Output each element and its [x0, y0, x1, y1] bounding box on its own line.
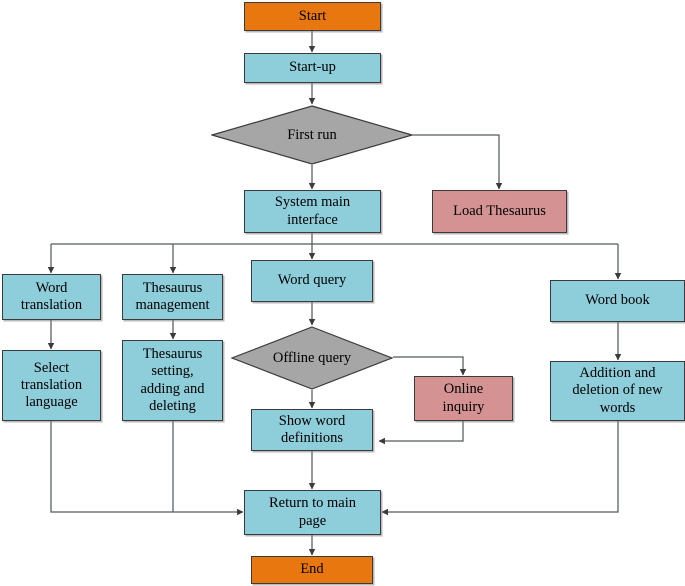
node-thesaurus-management-label: Thesaurus management	[135, 279, 210, 313]
node-thesaurus-management[interactable]: Thesaurus management	[122, 274, 223, 320]
node-word-book[interactable]: Word book	[550, 280, 685, 322]
node-system-main-interface-label: System main interface	[274, 194, 351, 228]
node-load-thesaurus-label: Load Thesaurus	[453, 202, 546, 219]
node-online-inquiry[interactable]: Online inquiry	[414, 376, 513, 421]
node-startup-label: Start-up	[289, 59, 336, 76]
node-word-query[interactable]: Word query	[251, 260, 373, 302]
node-return-to-main-page-label: Return to main page	[269, 495, 356, 529]
node-startup[interactable]: Start-up	[244, 53, 381, 83]
node-word-book-label: Word book	[585, 292, 650, 309]
node-thesaurus-setting[interactable]: Thesaurus setting, adding and deleting	[122, 340, 223, 421]
node-end[interactable]: End	[251, 556, 373, 584]
node-word-translation[interactable]: Word translation	[2, 274, 101, 320]
node-first-run[interactable]: First run	[211, 105, 413, 165]
edge-selectlanguage-to-returnmain	[50, 421, 244, 516]
node-select-translation-language[interactable]: Select translation language	[2, 350, 101, 421]
node-start-label: Start	[298, 7, 327, 24]
node-return-to-main-page[interactable]: Return to main page	[244, 490, 381, 535]
node-load-thesaurus[interactable]: Load Thesaurus	[432, 190, 567, 233]
node-online-inquiry-label: Online inquiry	[442, 381, 485, 415]
edge-firstrun-to-loadthesaurus	[413, 134, 503, 190]
node-thesaurus-setting-label: Thesaurus setting, adding and deleting	[140, 346, 205, 414]
node-start[interactable]: Start	[244, 2, 381, 31]
node-addition-deletion-new-words[interactable]: Addition and deletion of new words	[550, 361, 685, 421]
node-addition-deletion-new-words-label: Addition and deletion of new words	[572, 365, 663, 416]
node-first-run-label: First run	[287, 126, 337, 143]
first-run-diamond-shape	[211, 105, 413, 165]
node-offline-query[interactable]: Offline query	[231, 326, 393, 390]
node-select-translation-language-label: Select translation language	[20, 359, 83, 411]
offline-query-diamond-shape	[231, 326, 393, 390]
node-word-translation-label: Word translation	[20, 279, 83, 313]
node-show-word-definitions[interactable]: Show word definitions	[251, 409, 373, 451]
node-word-query-label: Word query	[277, 272, 347, 289]
edge-offlinequery-to-onlineinquiry	[393, 356, 467, 376]
node-offline-query-label: Offline query	[272, 349, 352, 366]
node-show-word-definitions-label: Show word definitions	[278, 412, 346, 446]
node-system-main-interface[interactable]: System main interface	[244, 190, 381, 233]
edge-additiondeletion-to-returnmain	[381, 421, 619, 516]
node-end-label: End	[300, 561, 324, 578]
